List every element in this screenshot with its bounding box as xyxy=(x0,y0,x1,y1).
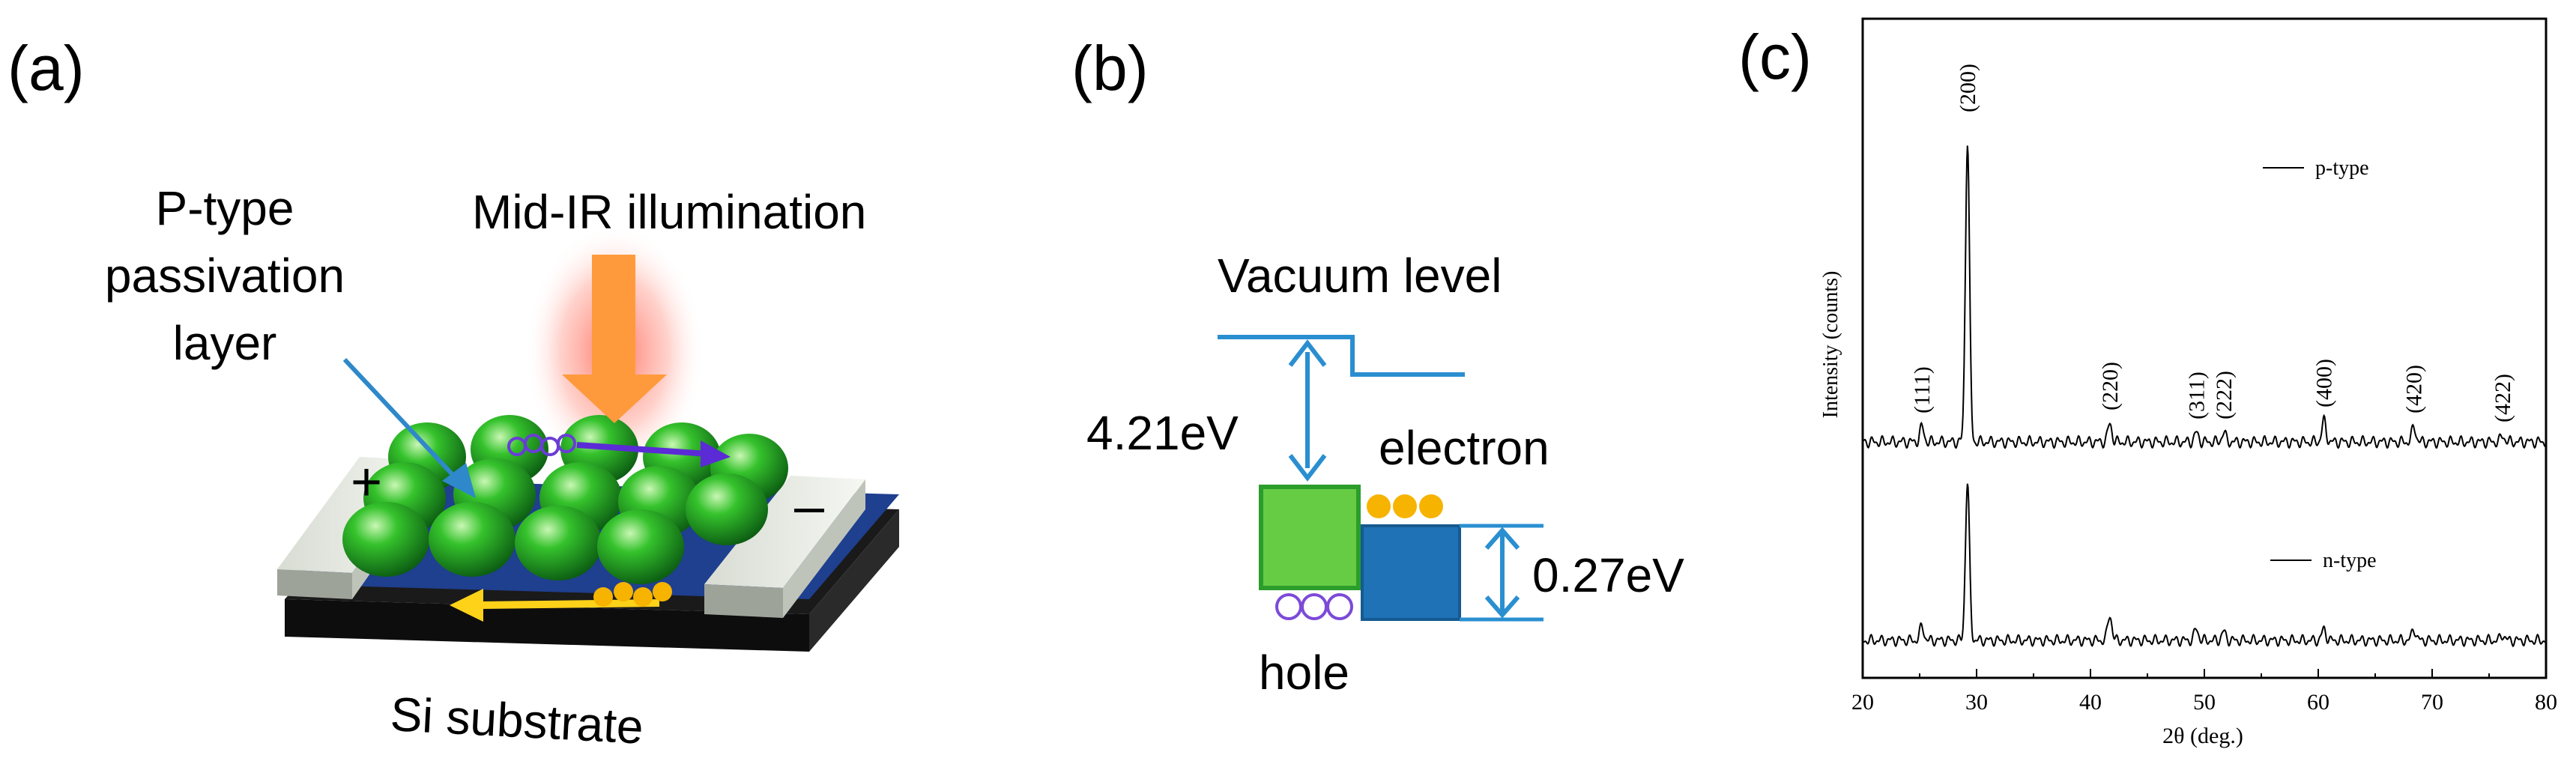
peak-label: (200) xyxy=(1956,64,1980,112)
p-type-band-block xyxy=(1259,485,1361,590)
xrd-traces xyxy=(1862,145,2547,648)
peak-labels: (111) (200) (220) (311)(222) (400) (420) (422) xyxy=(1910,64,2515,422)
legend-n-type: n-type xyxy=(2323,549,2377,572)
xrd-trace-p-type xyxy=(1862,145,2547,449)
peak-label: (311) xyxy=(2184,372,2209,419)
x-tick-label: 60 xyxy=(2307,690,2329,715)
panel-b-label: (b) xyxy=(1071,33,1149,103)
passivation-pointer xyxy=(342,357,476,498)
electron-dot xyxy=(1393,494,1417,518)
x-tick-label: 30 xyxy=(1965,690,1988,715)
substrate-label: Si substrate xyxy=(389,687,644,754)
x-tick-label: 80 xyxy=(2535,690,2557,715)
n-type-band-block xyxy=(1361,524,1461,621)
passivation-label-line3: layer xyxy=(173,316,277,370)
illumination-label: Mid-IR illumination xyxy=(472,185,866,239)
quantum-dot-array xyxy=(342,415,788,584)
minus-terminal: – xyxy=(794,476,825,536)
panel-a: (a) xyxy=(7,33,899,754)
energy-label-1: 4.21eV xyxy=(1086,406,1239,460)
panel-b: (b) Vacuum level 4.21eV electron xyxy=(1071,33,1684,700)
peak-label: (400) xyxy=(2312,359,2337,407)
electron-dot xyxy=(1419,494,1443,518)
energy-arrow-1 xyxy=(1288,339,1327,482)
x-ticks: 20 30 40 50 60 70 80 xyxy=(1851,669,2557,715)
peak-label: (220) xyxy=(2098,362,2123,410)
energy-arrow-2 xyxy=(1460,524,1544,622)
electron-flow xyxy=(450,582,672,622)
x-tick-label: 20 xyxy=(1851,690,1874,715)
peak-label: (422) xyxy=(2491,374,2515,422)
xrd-trace-n-type xyxy=(1862,483,2547,648)
x-axis-label: 2θ (deg.) xyxy=(2162,724,2243,748)
electron-dot xyxy=(1367,494,1391,518)
illumination-arrow xyxy=(562,255,667,423)
passivation-label-line2: passivation xyxy=(105,249,345,303)
hole-flow xyxy=(507,434,731,467)
energy-label-2: 0.27eV xyxy=(1532,548,1684,602)
x-tick-label: 40 xyxy=(2079,690,2102,715)
x-tick-label: 70 xyxy=(2421,690,2443,715)
hole-dot xyxy=(1301,593,1328,620)
legend-p-type: p-type xyxy=(2315,157,2369,180)
peak-label: (420) xyxy=(2402,365,2427,413)
peak-label: (222) xyxy=(2212,371,2237,419)
vacuum-level-line xyxy=(1218,335,1465,377)
vacuum-level-label: Vacuum level xyxy=(1218,249,1502,303)
hole-label: hole xyxy=(1259,646,1349,700)
passivation-label-line1: P-type xyxy=(156,181,294,235)
y-axis-label: Intensity (counts) xyxy=(1819,271,1842,419)
panel-c-label: (c) xyxy=(1738,22,1812,92)
x-tick-label: 50 xyxy=(2193,690,2216,715)
hole-dot xyxy=(1275,593,1302,620)
peak-label: (111) xyxy=(1910,366,1935,413)
plus-terminal: + xyxy=(351,452,382,512)
right-electrode xyxy=(704,476,865,618)
electron-label: electron xyxy=(1379,421,1549,475)
hole-dot xyxy=(1326,593,1353,620)
panel-a-label: (a) xyxy=(7,33,85,103)
